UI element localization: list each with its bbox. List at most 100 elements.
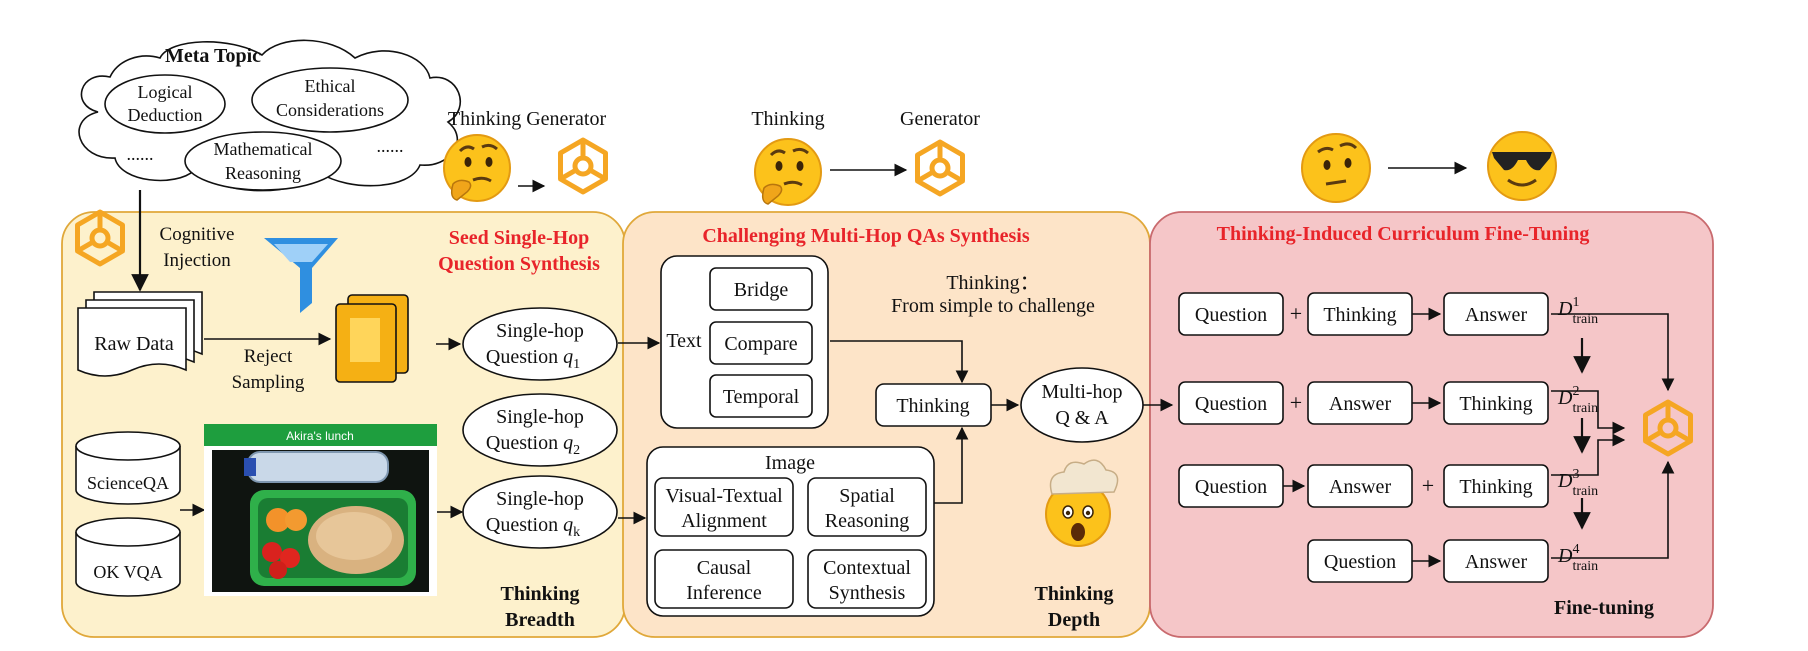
- single-hop-question-ellipse: [462, 307, 618, 381]
- meta-topic-item-ethical-1: Ethical: [305, 76, 356, 96]
- panel2-footer-1: Thinking: [1035, 583, 1114, 605]
- single-hop-question-ellipse: [462, 393, 618, 467]
- cognitive-label-1: Cognitive: [160, 224, 235, 245]
- fine-tuning-cell-box: [1443, 464, 1549, 508]
- single-hop-question-line1: Single-hop: [496, 488, 584, 510]
- reject-label-1: Reject: [244, 346, 293, 367]
- meta-topic-item-math-1: Mathematical: [214, 139, 313, 159]
- plus-sign: +: [1290, 390, 1302, 415]
- label-generator: Generator: [900, 108, 980, 130]
- image-item-label-1: Visual-Textual: [665, 485, 783, 507]
- text-item-box: [709, 321, 813, 365]
- single-hop-question-line1: Single-hop: [496, 406, 584, 428]
- single-hop-question-line2: Question qk: [486, 514, 580, 540]
- text-item-label: Temporal: [723, 386, 800, 408]
- meta-topic-ellipsis-right: ......: [377, 136, 404, 156]
- panel1-title-2: Question Synthesis: [438, 253, 600, 275]
- text-item-label: Compare: [724, 333, 797, 355]
- multihop-ellipse: [1020, 367, 1144, 443]
- image-item-box: [654, 549, 794, 609]
- single-hop-question-ellipse: [462, 475, 618, 549]
- image-item-label-1: Contextual: [823, 557, 911, 579]
- lunch-photo: [204, 424, 437, 596]
- meta-topic-item-math-2: Reasoning: [225, 163, 301, 183]
- image-item-label-2: Inference: [686, 582, 762, 604]
- raw-data-label: Raw Data: [94, 333, 174, 355]
- thinking-note-2: From simple to challenge: [891, 295, 1095, 317]
- meta-topic-item-logical-1: Logical: [138, 82, 193, 102]
- panel-curriculum-fine-tuning: [1149, 211, 1714, 638]
- plus-sign: +: [1290, 301, 1302, 326]
- fine-tuning-cell-box: [1307, 464, 1413, 508]
- panel3-title: Thinking-Induced Curriculum Fine-Tuning: [1217, 223, 1590, 245]
- text-item-box: [709, 374, 813, 418]
- fine-tuning-cell-box: [1178, 292, 1284, 336]
- panel1-footer-1: Thinking: [501, 583, 580, 605]
- image-item-label-1: Spatial: [839, 485, 895, 507]
- meta-topic-item-ethical-2: Considerations: [276, 100, 384, 120]
- thinking-face-icon-2: [753, 137, 823, 207]
- fine-tuning-cell-box: [1443, 292, 1549, 336]
- image-item-label-2: Synthesis: [829, 582, 906, 604]
- fine-tuning-cell-label: Question: [1195, 393, 1267, 415]
- panel2-title: Challenging Multi-Hop QAs Synthesis: [702, 225, 1030, 247]
- fine-tuning-cell-label: Thinking: [1323, 304, 1396, 326]
- dataset-cylinder-scienceqa: [75, 431, 181, 505]
- panel1-title-1: Seed Single-Hop: [449, 227, 590, 249]
- image-item-box: [807, 549, 927, 609]
- image-group-label: Image: [765, 452, 815, 474]
- image-item-label-1: Causal: [697, 557, 752, 579]
- panel3-footer: Fine-tuning: [1554, 597, 1654, 619]
- fine-tuning-cell-label: Answer: [1465, 304, 1528, 326]
- fine-tuning-cell-label: Answer: [1329, 476, 1392, 498]
- fine-tuning-cell-label: Question: [1195, 476, 1267, 498]
- fine-tuning-cell-box: [1178, 381, 1284, 425]
- panel2-footer-2: Depth: [1048, 609, 1100, 631]
- single-hop-question-line2: Question q1: [486, 346, 580, 372]
- image-items: Visual-TextualAlignmentSpatialReasoningC…: [654, 477, 927, 609]
- label-thinking: Thinking: [751, 108, 824, 130]
- thinking-box-label: Thinking: [896, 395, 969, 417]
- fine-tuning-cell-box: [1443, 381, 1549, 425]
- neutral-face-icon: [1301, 133, 1371, 203]
- multihop-label-1: Multi-hop: [1041, 381, 1122, 403]
- raw-data-doc-stack: [77, 291, 203, 377]
- fine-tuning-cell-label: Answer: [1465, 551, 1528, 573]
- panel1-footer-2: Breadth: [505, 609, 575, 631]
- sunglasses-face-icon: [1487, 131, 1557, 201]
- dataset-label-okvqa: OK VQA: [93, 562, 162, 582]
- mind-blown-face-icon: [1045, 459, 1119, 547]
- meta-topic-item-logical-2: Deduction: [128, 105, 203, 125]
- funnel-icon: [264, 238, 338, 313]
- meta-topic-cloud: Meta Topic Logical Deduction Ethical Con…: [78, 39, 461, 192]
- single-hop-question-line1: Single-hop: [496, 320, 584, 342]
- generator-hexagon-icon: [561, 140, 606, 192]
- meta-topic-ellipsis-left: ......: [127, 144, 154, 164]
- label-thinking-generator: Thinking Generator: [448, 108, 607, 130]
- reject-label-2: Sampling: [232, 372, 305, 393]
- image-item-label-2: Reasoning: [825, 510, 909, 532]
- text-group-label: Text: [666, 330, 702, 352]
- photo-caption: Akira's lunch: [286, 429, 354, 443]
- plus-sign: +: [1422, 473, 1434, 498]
- thinking-face-icon: [442, 133, 512, 203]
- image-item-box: [807, 477, 927, 537]
- fine-tuning-cell-label: Thinking: [1459, 476, 1532, 498]
- single-hop-question-line2: Question q2: [486, 432, 580, 458]
- dataset-label-scienceqa: ScienceQA: [87, 473, 169, 493]
- fine-tuning-cell-box: [1443, 539, 1549, 583]
- fine-tuning-cell-label: Thinking: [1459, 393, 1532, 415]
- dataset-cylinder-okvqa: [75, 517, 181, 597]
- fine-tuning-cell-label: Answer: [1329, 393, 1392, 415]
- text-item-box: [709, 267, 813, 311]
- meta-topic-title: Meta Topic: [165, 45, 261, 67]
- cognitive-label-2: Injection: [163, 250, 231, 271]
- text-item-label: Bridge: [734, 279, 789, 301]
- generator-hexagon-icon-2: [918, 142, 963, 194]
- fine-tuning-cell-label: Question: [1195, 304, 1267, 326]
